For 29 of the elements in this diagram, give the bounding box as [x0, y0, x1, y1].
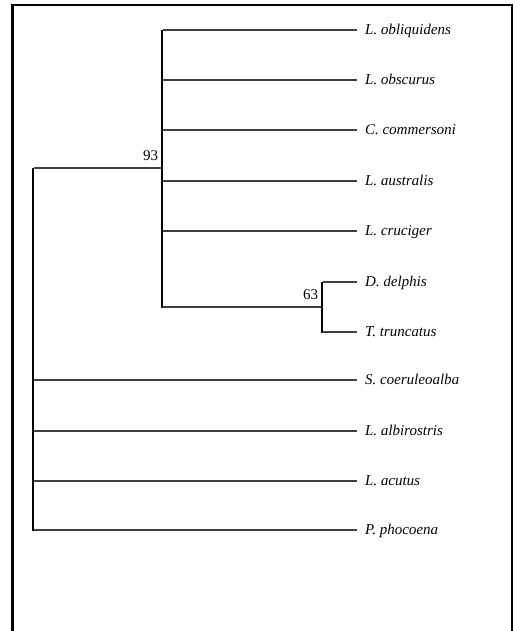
support-value: 63 [303, 287, 318, 303]
species-label: D. delphis [357, 273, 427, 291]
species-label: L. albirostris [357, 422, 443, 440]
branch-line [163, 180, 357, 182]
branch-line [34, 480, 357, 482]
clade-branch-line [321, 282, 323, 333]
species-label: P. phocoena [357, 521, 438, 539]
species-label: C. commersoni [357, 121, 456, 139]
branch-line [323, 331, 357, 333]
branch-line [163, 306, 321, 308]
species-label: L. obliquidens [357, 21, 451, 39]
branch-line [34, 167, 161, 169]
clade-branch-line [161, 30, 163, 308]
species-label: L. obscurus [357, 71, 436, 89]
species-label: L. australis [357, 172, 434, 190]
species-label: S. coeruleoalba [357, 371, 460, 389]
clade-branch-line [32, 168, 34, 531]
branch-line [163, 230, 357, 232]
species-label: L. acutus [357, 472, 420, 490]
branch-line [34, 379, 357, 381]
branch-line [34, 430, 357, 432]
branch-line [323, 281, 357, 283]
branch-line [163, 29, 357, 31]
branch-line [163, 79, 357, 81]
species-label: T. truncatus [357, 323, 436, 341]
support-value: 93 [143, 148, 158, 164]
branch-line [163, 129, 357, 131]
species-label: L. cruciger [357, 222, 432, 240]
branch-line [34, 529, 357, 531]
